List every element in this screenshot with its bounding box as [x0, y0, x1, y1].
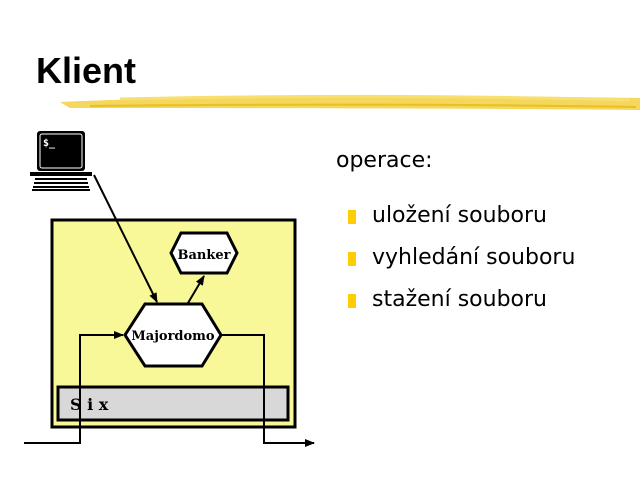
bullet-text: stažení souboru — [372, 287, 547, 312]
majordomo-label: Majordomo — [131, 329, 215, 344]
majordomo-to-banker-arrow — [187, 275, 205, 304]
slide-title: Klient — [36, 50, 137, 91]
operations-heading: operace: — [336, 148, 433, 173]
computer-terminal-icon: $_ — [30, 131, 92, 191]
bullet-square-icon — [348, 210, 356, 224]
terminal-to-majordomo-arrow — [93, 174, 158, 303]
six-label: S i x — [70, 395, 109, 414]
output-flow-arrow — [221, 334, 315, 447]
banker-node — [169, 231, 239, 275]
bullet-text: uložení souboru — [372, 203, 547, 228]
bullet-text: vyhledání souboru — [372, 245, 576, 270]
bullet-square-icon — [348, 252, 356, 266]
banker-label: Banker — [178, 248, 231, 263]
six-box — [56, 385, 290, 422]
bullet-square-icon — [348, 294, 356, 308]
terminal-prompt: $_ — [43, 138, 56, 149]
input-flow-arrow — [24, 331, 124, 444]
